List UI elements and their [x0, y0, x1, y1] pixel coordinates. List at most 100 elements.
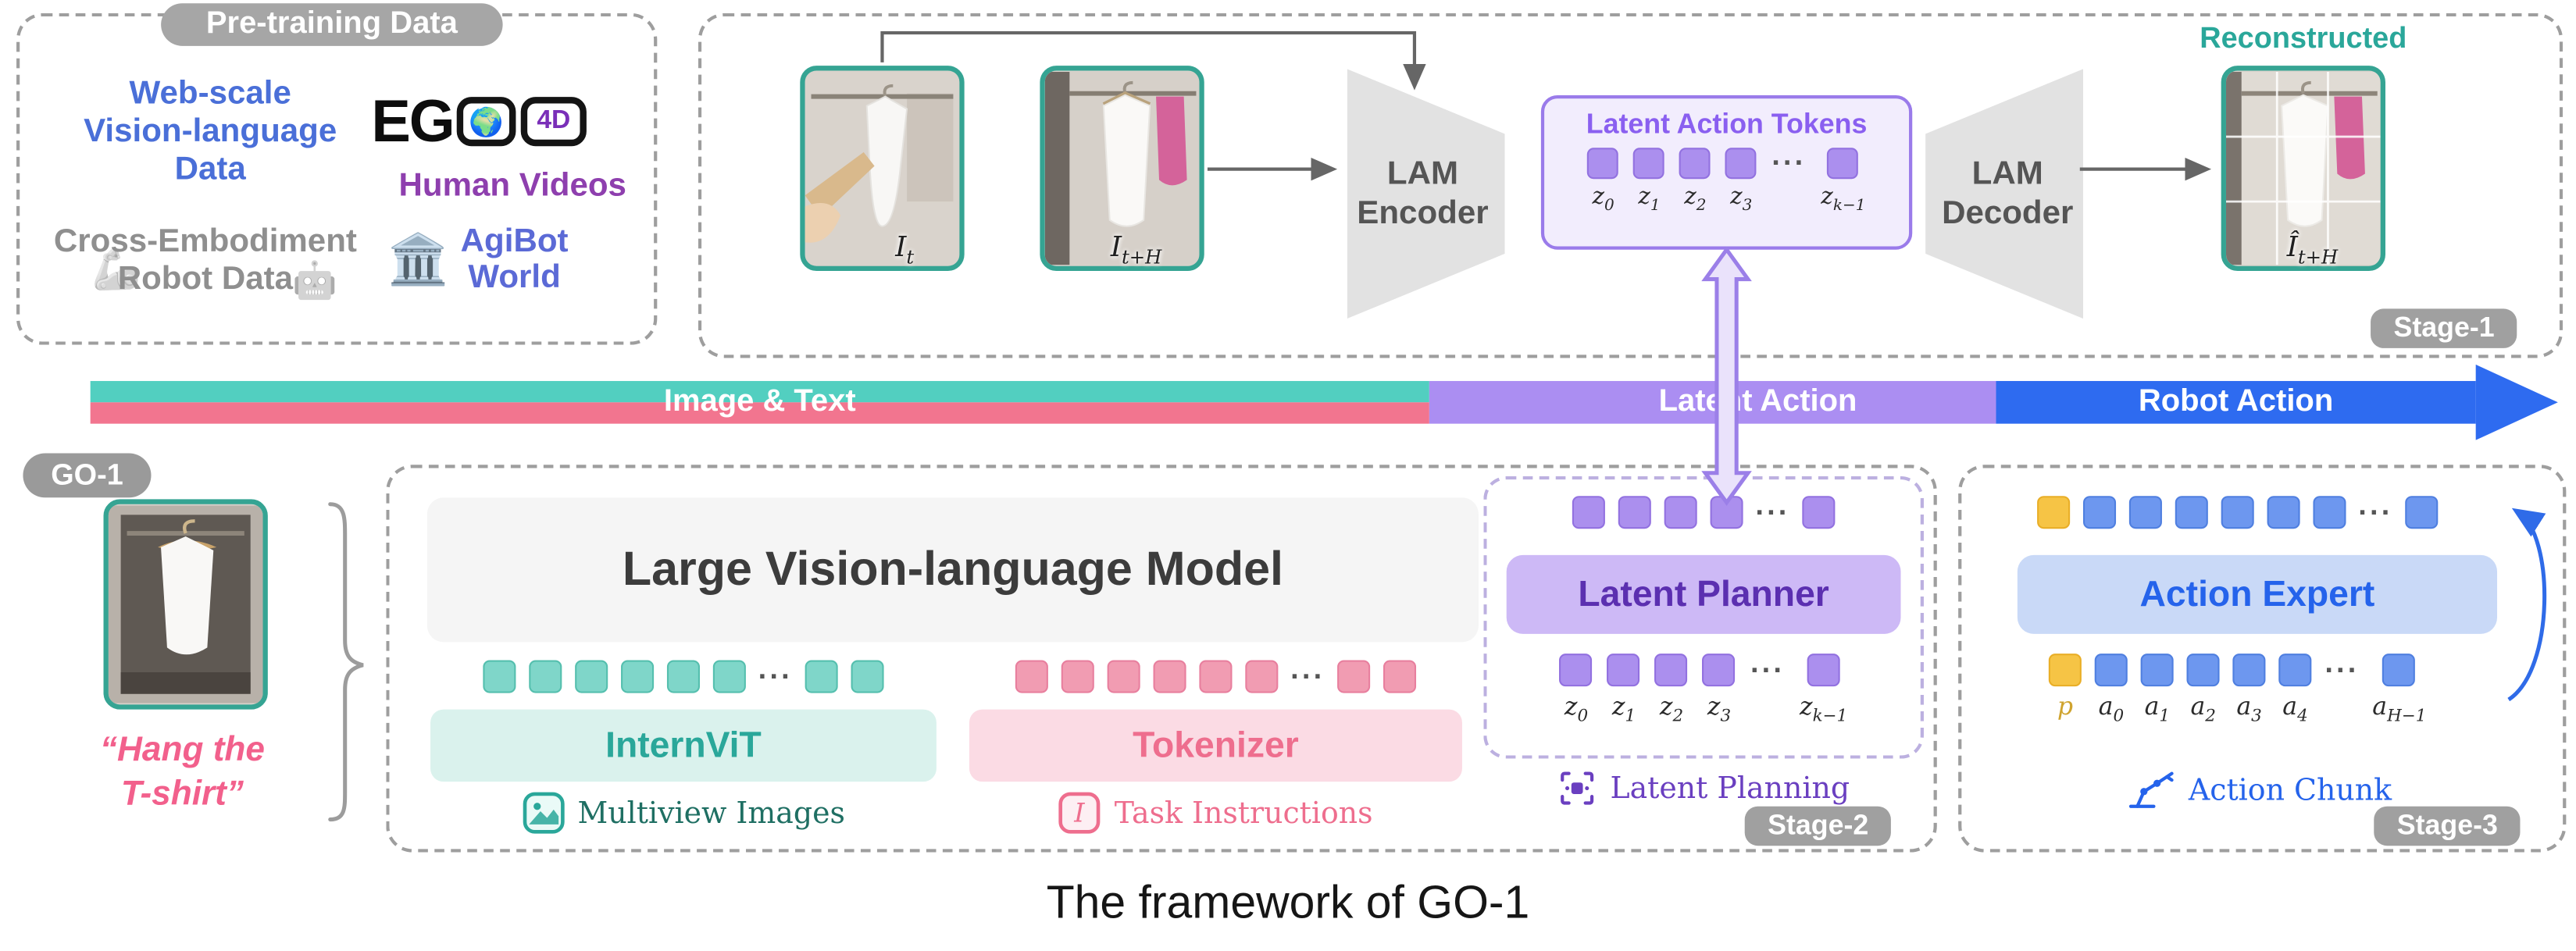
reconstructed-photo: [2225, 72, 2381, 265]
token-square: [1198, 660, 1232, 693]
action-token-cell: a0: [2094, 654, 2128, 726]
human-videos-label: Human Videos: [398, 167, 626, 204]
token-label: z1: [1611, 691, 1636, 726]
latent-action-tokens-box: Latent Action Tokens z0 z1 z2 z3 ···: [1540, 94, 1913, 250]
web-scale-line-2: Vision-language: [84, 112, 337, 149]
ellipsis-cell: ···: [2324, 654, 2359, 721]
token-square: [2232, 654, 2266, 687]
agibot-line-1: AgiBot: [460, 223, 569, 260]
token-square: [574, 660, 608, 693]
token-label: z2: [1684, 183, 1707, 215]
token-square: [1702, 654, 1736, 687]
band-image-text-label: Image & Text: [663, 384, 856, 419]
agibot-world-label: 🏛️ AgiBot World: [387, 223, 568, 297]
action-token-cell: a3: [2232, 654, 2266, 726]
token-square: [1803, 496, 1836, 529]
internvit-box: InternViT: [430, 709, 937, 782]
reconstructed-image-label: Ît+H: [2286, 231, 2339, 269]
grouping-brace: [328, 502, 364, 822]
token-square: [2278, 654, 2312, 687]
token-square: [1663, 496, 1697, 529]
colosseum-icon: 🏛️: [387, 233, 449, 287]
lam-encoder-line-1: LAM: [1386, 155, 1459, 193]
token-label: a3: [2236, 691, 2262, 726]
ego4d-globe-icon: 🌍: [456, 97, 516, 147]
action-token-cell: a4: [2278, 654, 2312, 726]
ego4d-eg-text: EG: [371, 87, 455, 155]
token-square: [2082, 496, 2115, 529]
figure-caption: The framework of GO-1: [1046, 877, 1530, 928]
token-label: zk−1: [1800, 691, 1848, 726]
action-expert-box: Action Expert: [2017, 554, 2498, 634]
token-square: [1244, 660, 1278, 693]
svg-text:I: I: [1074, 798, 1086, 828]
band-teal-stripe: [90, 380, 1429, 403]
token-square: [2220, 496, 2253, 529]
latent-token-cell: zk−1: [1821, 148, 1865, 215]
ellipsis-cell: ···: [1771, 147, 1806, 213]
web-scale-line-1: Web-scale: [129, 75, 291, 112]
wardrobe-photo-t: [805, 72, 960, 265]
go1-wardrobe-photo: [108, 505, 263, 703]
token-square: [1559, 654, 1593, 687]
ego4d-logo: EG 🌍 4D: [371, 85, 587, 158]
stage2-badge: Stage-2: [1744, 806, 1892, 846]
token-square: [2382, 654, 2416, 687]
observation-image-t: [800, 66, 965, 272]
latent-planning-icon: [1561, 771, 1594, 805]
action-output-token-row: p a0 a1 a2 a3 a4 ··· aH−1: [1982, 654, 2494, 726]
token-square: [1014, 660, 1047, 693]
pretraining-data-panel: [16, 12, 658, 345]
token-square: [1106, 660, 1140, 693]
token-square: [1679, 148, 1711, 180]
ellipsis: ···: [1755, 496, 1790, 529]
token-square: [2186, 654, 2220, 687]
band-pink-stripe: [90, 402, 1429, 424]
band-latent-action-label: Latent Action: [1658, 384, 1857, 419]
token-label: a4: [2282, 691, 2308, 726]
ego4d-4d-text: 4D: [537, 106, 571, 135]
ellipsis: ···: [2324, 654, 2360, 687]
web-scale-data-label: Web-scale Vision-language Data: [66, 76, 355, 188]
action-input-token-row: ···: [1991, 496, 2484, 529]
band-latent-action-segment: Latent Action: [1429, 380, 1996, 424]
lam-decoder-line-1: LAM: [1971, 155, 2043, 193]
lam-encoder-line-2: Encoder: [1357, 195, 1489, 232]
action-token-cell: a1: [2140, 654, 2174, 726]
latent-planning-caption: Latent Planning: [1490, 768, 1918, 807]
latent-token-cell: z1: [1607, 654, 1641, 726]
observation-image-t-plus-h: [1040, 66, 1204, 272]
stage1-badge: Stage-1: [2371, 308, 2518, 348]
token-square: [1060, 660, 1094, 693]
token-label: a1: [2144, 691, 2171, 726]
latent-token-cell: z0: [1559, 654, 1593, 726]
ellipsis-cell: ···: [1750, 654, 1785, 721]
cross-embodiment-line-1: Cross-Embodiment: [53, 223, 357, 260]
multiview-images-icon: [522, 792, 564, 834]
action-chunk-caption: Action Chunk: [2037, 768, 2481, 811]
image-token-row: ···: [430, 660, 937, 693]
token-square: [1587, 148, 1619, 180]
token-square: [712, 660, 745, 693]
token-square: [2140, 654, 2174, 687]
token-label: z0: [1592, 183, 1614, 215]
tokenizer-box: Tokenizer: [969, 709, 1462, 782]
token-square: [851, 660, 885, 693]
token-square: [1571, 496, 1604, 529]
token-square: [482, 660, 516, 693]
latent-token-cell: z3: [1702, 654, 1736, 726]
action-chunk-label: Action Chunk: [2188, 772, 2392, 807]
latent-token-row: z0 z1 z2 z3 ··· zk−1: [1544, 147, 1909, 215]
latent-transfer-double-arrow: [1701, 246, 1752, 506]
band-robot-action-label: Robot Action: [2138, 384, 2334, 419]
token-square: [1338, 660, 1372, 693]
token-square: [805, 660, 839, 693]
token-square: [1607, 654, 1641, 687]
go1-observation-image: [103, 499, 268, 710]
latent-token-cell: z1: [1633, 148, 1665, 215]
token-square: [528, 660, 562, 693]
token-square: [2094, 654, 2128, 687]
instruction-line-2: T-shirt”: [120, 775, 244, 813]
task-instructions-label: Task Instructions: [1114, 796, 1373, 831]
